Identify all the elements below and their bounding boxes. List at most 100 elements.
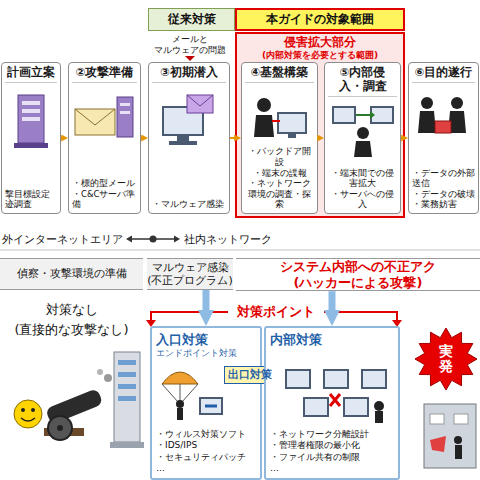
connector-arrow <box>401 137 404 139</box>
header-tab: 従来対策 <box>148 8 235 31</box>
spacer <box>270 348 394 429</box>
damaged-office <box>424 404 476 468</box>
lateral-move-icon <box>371 107 393 123</box>
phase-band: マルウェア感染 (不正プログラム) <box>147 258 233 290</box>
entrance-icon <box>205 405 217 408</box>
phase-band: 偵察・攻撃環境の準備 <box>0 258 143 290</box>
entrance-icon <box>200 398 222 414</box>
backdoor-icon <box>288 133 296 138</box>
countermeasure-box: 内部対策・ネットワーク分離設計・管理者権限の最小化・ファイル共有の制限… <box>264 326 400 480</box>
node-text: 実 発 <box>438 344 454 375</box>
damaged-office <box>430 414 444 424</box>
lateral-move-icon <box>357 127 369 139</box>
lateral-move-icon <box>370 111 375 119</box>
mail-server-icon <box>117 97 133 137</box>
node-text: マルウェア感染 (不正プログラム) <box>147 261 233 287</box>
backdoor-icon <box>272 120 280 122</box>
cannon <box>104 374 112 382</box>
node-text: ③初期潜入 <box>152 66 226 83</box>
target-server <box>118 384 136 389</box>
mail-arrow <box>185 56 195 61</box>
node-text: ・IDS/IPS <box>156 440 256 451</box>
burst-shape <box>415 328 477 390</box>
planning-icon <box>18 95 44 143</box>
node-text: ・データの外部送信 <box>412 168 475 189</box>
node-text: ④基盤構築 <box>245 66 314 83</box>
damaged-office <box>454 414 468 424</box>
node-text: ・C&Cサーバ準備 <box>72 189 137 210</box>
stage-box: 計画立案撃目標設定迹調査 <box>1 62 61 214</box>
connector-arrow <box>329 291 336 318</box>
internal-icon <box>344 398 368 416</box>
entrance-icon <box>162 372 198 384</box>
node-text: ・標的型メール <box>72 178 137 189</box>
planning-icon <box>22 101 40 105</box>
area-label: 社内ネットワーク <box>184 232 272 247</box>
node-text: ・端末間での侵害拡大 <box>328 168 397 189</box>
node-text: 偵察・攻撃環境の準備 <box>17 267 127 280</box>
internal-icon <box>282 364 392 428</box>
target-server <box>118 372 136 377</box>
exit-tag: 出口対策 <box>224 366 276 384</box>
node-text: ・管理者権限の最小化 <box>270 440 394 451</box>
internal-icon <box>304 398 328 416</box>
damaged-office <box>430 436 446 452</box>
stage-box: ③初期潜入・マルウェア感染 <box>148 62 230 214</box>
node-text: ②攻撃準備 <box>72 66 137 83</box>
damage-burst: 実 発 <box>414 326 478 392</box>
spacer <box>152 83 226 200</box>
cannon <box>97 369 103 375</box>
entrance-icon <box>162 384 198 402</box>
target-server <box>118 396 136 401</box>
bracket-label: 対策ポイント <box>228 303 324 321</box>
node-text: ・バックドア開設 <box>245 146 314 167</box>
attack-goal-icon <box>418 111 436 133</box>
node-text: ⑤内部侵入・調査 <box>328 66 397 97</box>
attacker-smiley <box>14 400 42 428</box>
attacker-smiley <box>14 400 42 428</box>
connector-arrow <box>318 137 320 139</box>
area-label: 外インターネットエリア <box>2 232 123 247</box>
node-text: ・セキュリティパッチ <box>156 452 256 463</box>
lateral-move-icon <box>356 114 370 116</box>
cannon <box>57 425 63 431</box>
node-text: ・データの破壊 <box>412 189 475 200</box>
node-text: ・ファイル共有の制限 <box>270 452 394 463</box>
spacer <box>5 83 57 189</box>
node-text: 侵害拡大部分 <box>284 36 356 50</box>
cannon <box>44 369 112 440</box>
infected-pc-icon <box>157 91 219 153</box>
internal-icon <box>375 411 383 423</box>
spacer <box>245 83 314 146</box>
node-text: ・ネットワーク分離設計 <box>270 429 394 440</box>
spacer <box>412 83 475 168</box>
node-text: 迹調査 <box>5 199 57 210</box>
target-server <box>114 352 140 442</box>
node-text: … <box>156 463 256 474</box>
node-text: ・ウィルス対策ソフト <box>156 429 256 440</box>
infected-pc-icon <box>169 141 197 145</box>
infected-pc-icon <box>177 135 189 141</box>
node-text: 出口対策 <box>228 368 272 382</box>
planning-icon <box>12 91 52 153</box>
node-text: エンドポイント対策 <box>156 348 256 358</box>
node-text: ・業務妨害 <box>412 199 475 210</box>
attacker-smiley <box>21 418 35 421</box>
node-text: … <box>270 463 394 474</box>
infected-pc-icon <box>187 95 213 113</box>
node-text: ・端末の諜報 <box>245 168 314 179</box>
stage-box: ④基盤構築・バックドア開設・端末の諜報・ネットワーク環境の調査・探索 <box>241 62 318 214</box>
planning-icon <box>22 117 40 121</box>
stage-box: ⑥目的遂行・データの外部送信・データの破壊・業務妨害 <box>408 62 479 214</box>
internal-icon <box>330 394 340 406</box>
phase-band: システム内部への不正アク (ハッカーによる攻撃) <box>236 258 480 291</box>
node-text: ・ネットワーク環境の調査・探索 <box>245 178 314 210</box>
damaged-office <box>424 404 476 468</box>
backdoor-icon <box>254 115 274 137</box>
target-server <box>110 352 144 448</box>
attack-goal-icon <box>451 97 463 109</box>
internal-icon <box>324 370 348 388</box>
network-boundary-arrow <box>150 236 157 243</box>
internal-icon <box>286 370 310 388</box>
